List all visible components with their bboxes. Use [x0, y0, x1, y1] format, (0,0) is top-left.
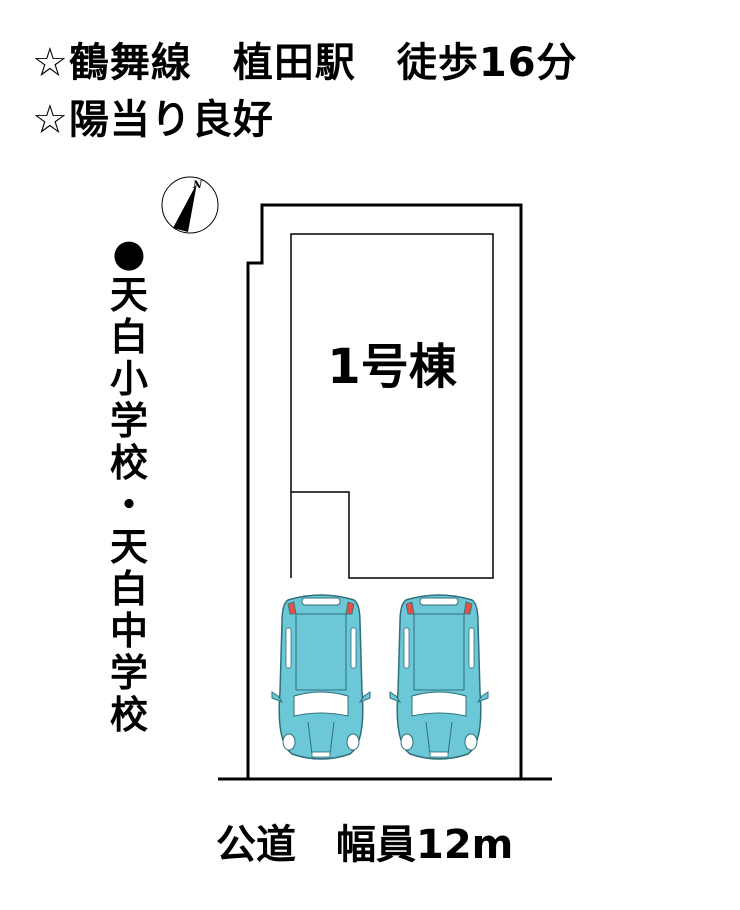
parking-car-1-icon — [271, 594, 371, 760]
school-char: 天 — [109, 525, 148, 569]
bullet-icon: ● — [112, 231, 146, 275]
building-label: 1号棟 — [327, 339, 457, 395]
nearby-schools-label: ● 天 白 小 学 校 ・ 天 白 中 学 校 — [107, 232, 151, 736]
school-char: 白 — [109, 315, 148, 359]
school-char: 校 — [109, 693, 148, 737]
lot-boundary — [246, 203, 523, 779]
north-label: N — [192, 180, 203, 191]
school-char: ・ — [109, 483, 148, 527]
school-char: 校 — [109, 441, 148, 485]
school-char: 小 — [109, 357, 148, 401]
road-width-label: 公道 幅員12m — [216, 822, 514, 868]
building-footprint — [290, 233, 494, 579]
school-char: 学 — [109, 651, 148, 695]
school-char: 白 — [109, 567, 148, 611]
headline-sunlight: ☆陽当り良好 — [32, 97, 274, 143]
north-compass-icon: N — [161, 176, 219, 234]
school-char: 天 — [109, 273, 148, 317]
school-char: 中 — [109, 609, 148, 653]
school-char: 学 — [109, 399, 148, 443]
headline-station-access: ☆鶴舞線 植田駅 徒歩16分 — [32, 40, 578, 86]
parking-car-2-icon — [389, 594, 489, 760]
